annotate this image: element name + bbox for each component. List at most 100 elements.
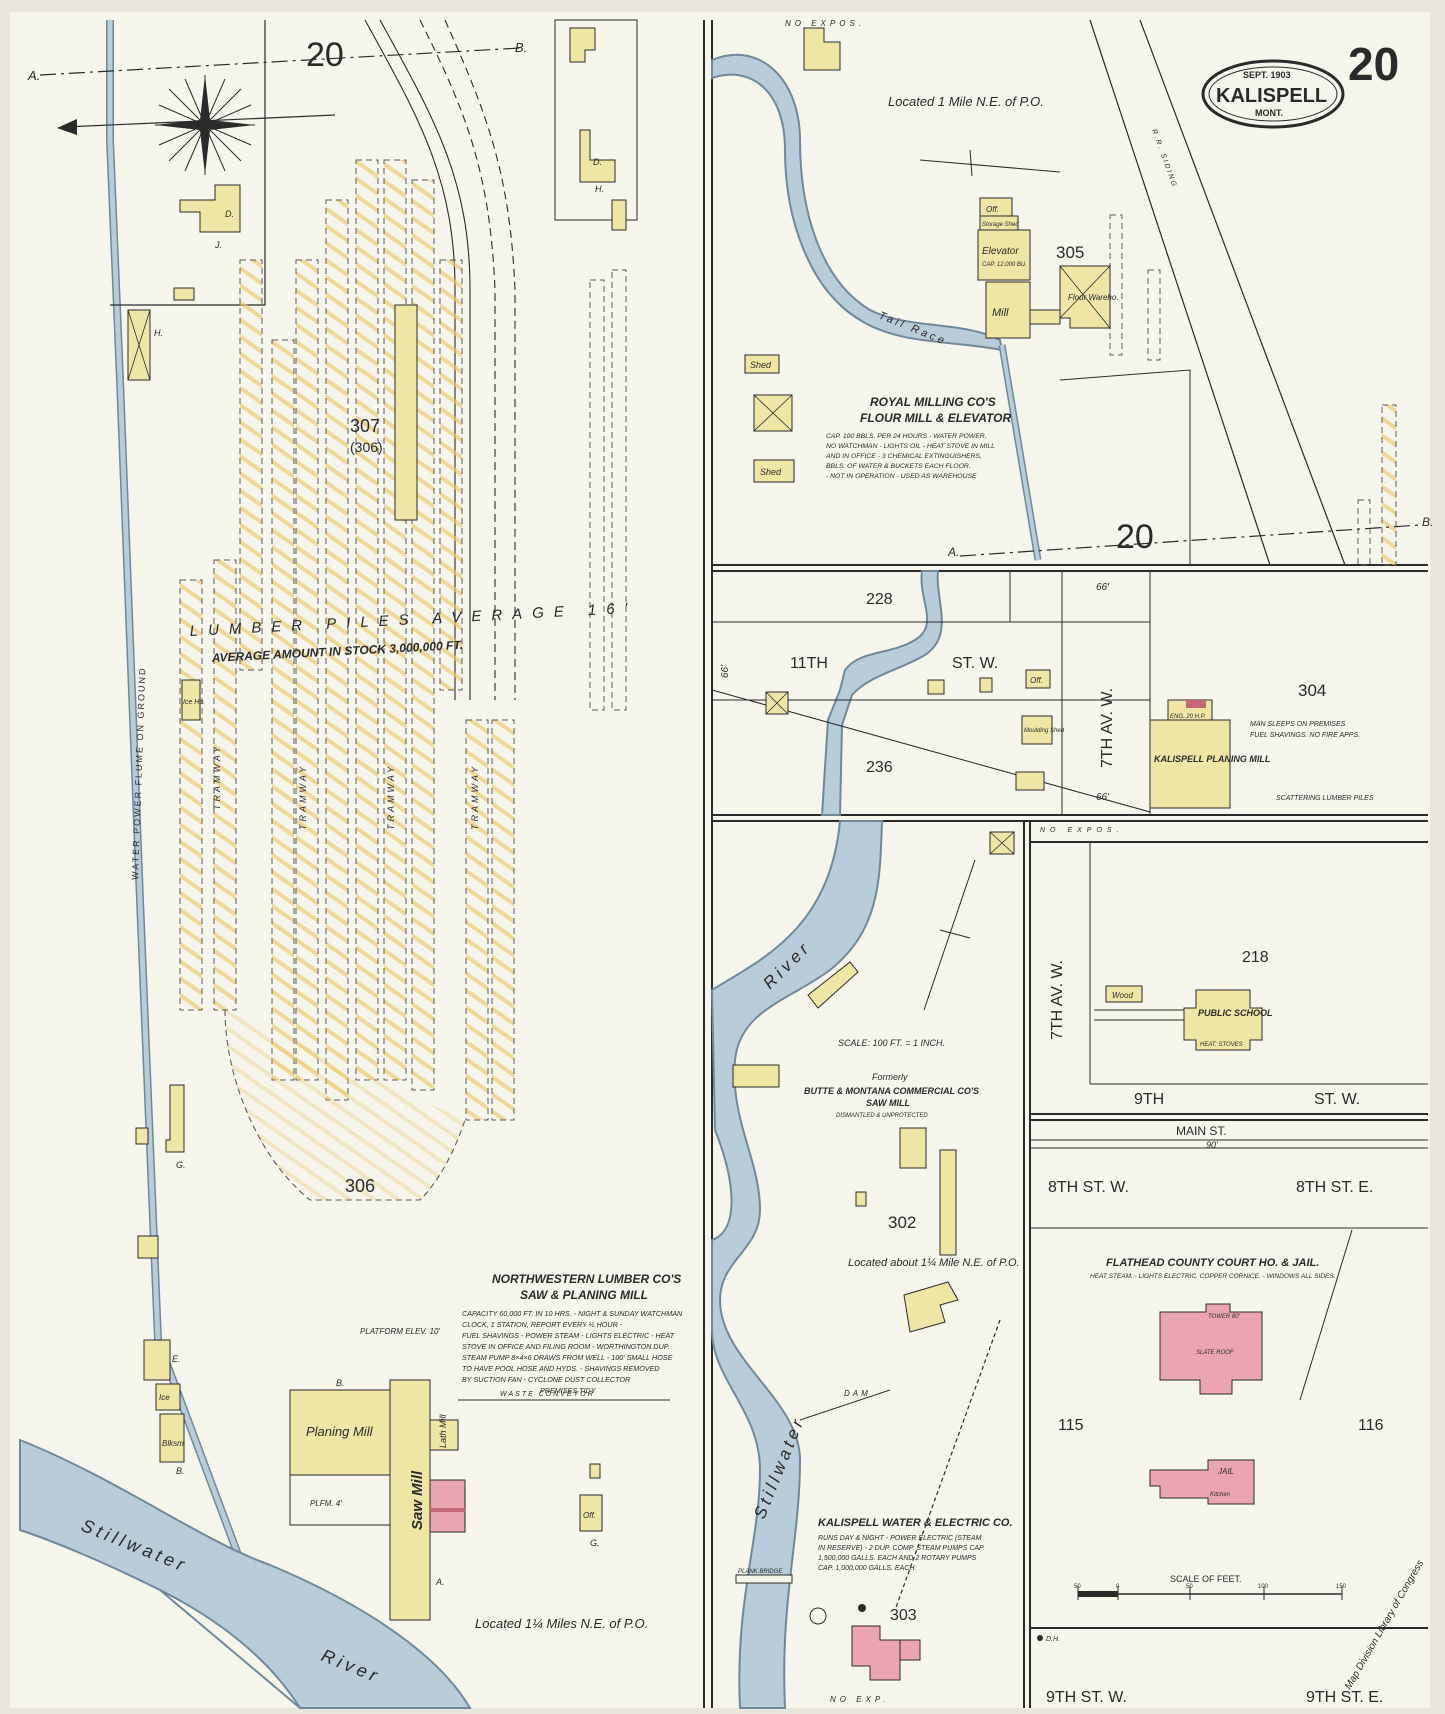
shed-small-1	[173, 287, 195, 301]
tr-located: Located 1 Mile N.E. of P.O.	[888, 94, 1044, 109]
block-303: 303	[890, 1607, 917, 1624]
court-house-notes: HEAT STEAM. - LIGHTS ELECTRIC. COPPER CO…	[1090, 1273, 1336, 1280]
plfm-label: PLFM. 4'	[310, 1499, 342, 1508]
main-st-width: 90'	[1206, 1140, 1218, 1150]
scale-label: SCALE OF FEET.	[1170, 1574, 1242, 1584]
nw-note-1: CLOCK, 1 STATION, REPORT EVERY ½ HOUR -	[462, 1320, 623, 1329]
dwelling-j-letter: J.	[214, 240, 222, 250]
planing-mill-eng: ENG. 20 H.P.	[1170, 714, 1206, 720]
key-line-a-b	[39, 47, 521, 76]
compass-rose	[57, 75, 336, 175]
dh-marker	[1037, 1635, 1043, 1641]
court-north-arrow	[1299, 1229, 1353, 1401]
lumber-pile-columns	[179, 159, 627, 1121]
scattering-label: SCATTERING LUMBER PILES	[1276, 795, 1374, 802]
key-line-right	[959, 524, 1421, 557]
water-note-2: 1,500,000 GALLS. EACH AND 2 ROTARY PUMPS	[818, 1555, 977, 1562]
planing-mill-label: Planing Mill	[306, 1424, 374, 1439]
block-115: 115	[1058, 1417, 1084, 1434]
storage-shed-label: Storage Shed	[982, 222, 1019, 228]
shed-upper-label: Shed	[750, 360, 772, 370]
key-b-label-right: B.	[1422, 515, 1433, 529]
rr-siding-3	[1381, 404, 1397, 566]
width-66-b: 66'	[1096, 792, 1110, 803]
dismantled-text: DISMANTLED & UNPROTECTED	[836, 1113, 928, 1119]
block-307: 307	[350, 416, 380, 436]
tr-arrow	[919, 159, 1061, 173]
royal-milling-sub: FLOUR MILL & ELEVATOR	[860, 411, 1011, 425]
court-house	[1159, 1303, 1263, 1395]
stream-middle	[820, 570, 943, 816]
wood-shed-label: Wood	[1112, 991, 1133, 1000]
kitchen-label: Kitchen	[1210, 1492, 1231, 1498]
key-number-right: 20	[1116, 518, 1154, 556]
top-right-panel: Tail Race R.R. SIDING NO EXPOS. Located …	[711, 19, 1433, 566]
nw-company-name: NORTHWESTERN LUMBER CO'S	[492, 1272, 681, 1286]
scale-tick-3: 100	[1258, 1584, 1269, 1590]
width-66-a: 66'	[1096, 582, 1110, 593]
tramway-label-1: TRAMWAY	[212, 744, 222, 810]
nw-note-0: CAPACITY 60,000 FT. IN 10 HRS. - NIGHT &…	[462, 1309, 683, 1318]
pump-house-annex	[899, 1639, 921, 1661]
river-dam-left	[159, 1589, 301, 1709]
scale-tick-0: 50	[1074, 1584, 1081, 1590]
platform-label: PLATFORM ELEV. 10'	[360, 1327, 440, 1336]
cartouche-city: KALISPELL	[1216, 85, 1327, 107]
width-66-c: 66'	[720, 664, 731, 678]
dwelling-d2-letter: D.	[593, 157, 602, 167]
shed-e-letter: E.	[172, 1354, 181, 1364]
block-218: 218	[1242, 949, 1269, 966]
property-fence-top	[110, 20, 266, 306]
nw-note-2: FUEL SHAVINGS - POWER STEAM - LIGHTS ELE…	[462, 1331, 675, 1340]
ice-label: Ice	[159, 1393, 170, 1402]
street-st-w: ST. W.	[952, 655, 998, 672]
saw-mill-letter-a: A.	[435, 1577, 445, 1587]
street-9th-w-b: ST. W.	[1314, 1091, 1360, 1108]
dn-marker	[858, 1604, 866, 1612]
street-9th-w-a: 9TH	[1134, 1091, 1164, 1108]
jail	[1149, 1459, 1255, 1505]
building-f	[807, 961, 859, 1009]
rr-siding-4	[1357, 499, 1371, 566]
street-8th-e: 8TH ST. E.	[1296, 1179, 1373, 1196]
nw-note-3: STOVE IN OFFICE AND FILING ROOM - WORTHI…	[462, 1342, 670, 1351]
cartouche-state: MONT.	[1255, 108, 1283, 118]
pipe-line	[894, 1319, 1001, 1611]
main-st-label: MAIN ST.	[1176, 1124, 1227, 1138]
avenue-7th: 7TH AV. W.	[1099, 688, 1116, 768]
elevator-label: Elevator	[982, 246, 1019, 257]
rr-line-2	[1139, 19, 1346, 566]
shed-e	[143, 1339, 171, 1381]
public-school	[1183, 989, 1263, 1051]
shed-top	[803, 27, 841, 71]
mill-ruin-small	[855, 1191, 867, 1207]
title-cartouche: SEPT. 1903 KALISPELL MONT.	[1201, 59, 1345, 129]
nw-located: Located 1¼ Miles N.E. of P.O.	[475, 1616, 648, 1631]
mill-label: Mill	[992, 307, 1009, 319]
wood-shed	[1105, 985, 1143, 1003]
royal-note-3: BBLS. OF WATER & BUCKETS EACH FLOOR.	[826, 463, 971, 470]
tramway-label-4: TRAMWAY	[470, 764, 480, 830]
former-company: BUTTE & MONTANA COMMERCIAL CO'S	[804, 1086, 979, 1096]
shed-236	[1015, 771, 1045, 791]
blacksmith	[159, 1413, 185, 1463]
ice-shed	[155, 1383, 181, 1411]
planing-note-1: MAN SLEEPS ON PREMISES	[1250, 721, 1346, 728]
saw-mill-label: Saw Mill	[409, 1470, 426, 1530]
platform-outline	[289, 1475, 390, 1526]
formerly-text: Formerly	[872, 1072, 908, 1082]
building-a-302	[903, 1281, 959, 1333]
office-letter: G.	[590, 1538, 600, 1548]
office-label: Off.	[583, 1511, 596, 1520]
jail-label: JAIL	[1217, 1467, 1234, 1476]
ice-house-label: Ice Ho.	[183, 699, 205, 706]
flour-warehouse-label: Flour Wareho.	[1068, 293, 1119, 302]
mill-ruin-long	[939, 1149, 957, 1256]
public-school-label: PUBLIC SCHOOL	[1198, 1008, 1273, 1018]
tr-no-expos: NO EXPOS.	[785, 19, 865, 28]
royal-note-1: NO WATCHMAN - LIGHTS OIL - HEAT STOVE IN…	[826, 443, 995, 450]
block-302: 302	[888, 1213, 916, 1232]
dh-label: D.H.	[1046, 1636, 1060, 1643]
nw-note-7: PREMISES TIDY	[540, 1386, 597, 1395]
